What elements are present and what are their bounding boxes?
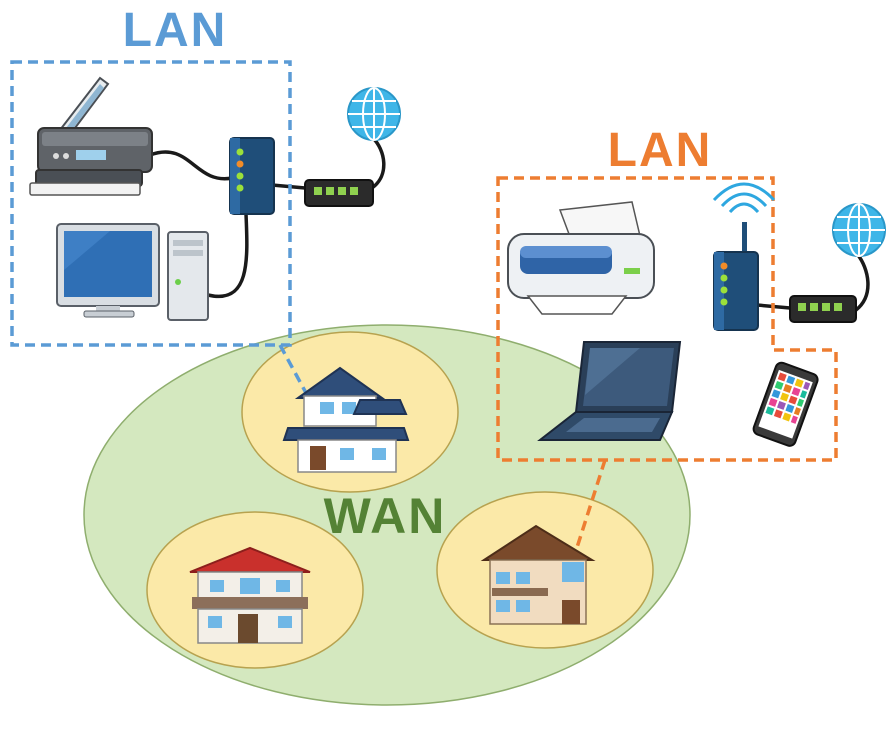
scanner-printer-icon — [29, 76, 153, 196]
lan-right-label: LAN — [608, 124, 713, 177]
wan-label: WAN — [324, 488, 447, 544]
inkjet-printer-icon — [507, 201, 655, 315]
desktop-computer-icon — [56, 223, 209, 321]
wired-router-icon — [229, 137, 275, 215]
modem-icon — [304, 179, 374, 207]
house-icon — [189, 546, 311, 644]
lan-right-connector — [571, 459, 607, 561]
lan-left-boundary — [10, 60, 292, 347]
cable-modem-globe — [370, 136, 386, 190]
lan-left-label: LAN — [123, 4, 228, 57]
cable-modem-globe-right — [854, 253, 870, 312]
internet-globe-icon — [347, 87, 401, 141]
cable-pc-router — [206, 212, 249, 299]
cable-printer-router — [148, 150, 234, 181]
internet-globe-icon — [832, 203, 886, 257]
house-icon — [282, 366, 410, 473]
house-icon — [480, 524, 596, 625]
laptop-icon — [537, 341, 682, 441]
lan-right-boundary — [496, 176, 838, 462]
wireless-router-icon — [712, 182, 776, 331]
modem-icon — [789, 295, 857, 323]
smartphone-icon — [752, 361, 819, 447]
